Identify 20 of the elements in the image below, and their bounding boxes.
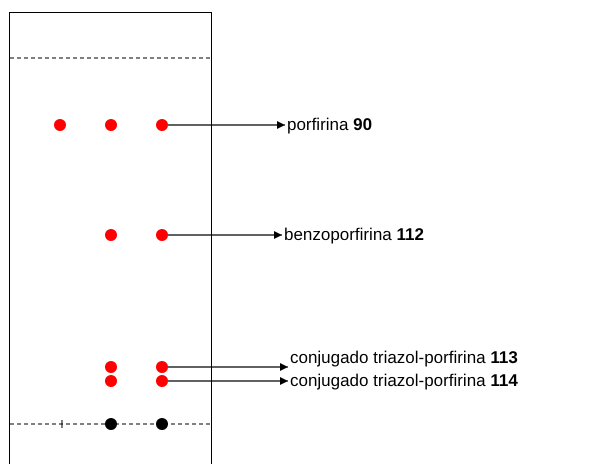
spot — [105, 229, 117, 241]
spot — [156, 375, 168, 387]
spot — [105, 361, 117, 373]
tlc-plate — [9, 12, 212, 464]
spot — [156, 119, 168, 131]
spot — [54, 119, 66, 131]
arrow — [168, 377, 288, 385]
arrow — [168, 121, 285, 129]
spot — [105, 119, 117, 131]
arrow — [168, 231, 282, 239]
compound-label: porfirina 90 — [287, 115, 372, 135]
compound-label: benzoporfirina 112 — [284, 225, 424, 245]
spot — [156, 418, 168, 430]
spot — [156, 229, 168, 241]
spot — [156, 361, 168, 373]
arrow — [168, 363, 288, 371]
compound-label: conjugado triazol-porfirina 113 — [290, 348, 518, 368]
compound-label: conjugado triazol-porfirina 114 — [290, 371, 518, 391]
spot — [105, 418, 117, 430]
spot — [105, 375, 117, 387]
